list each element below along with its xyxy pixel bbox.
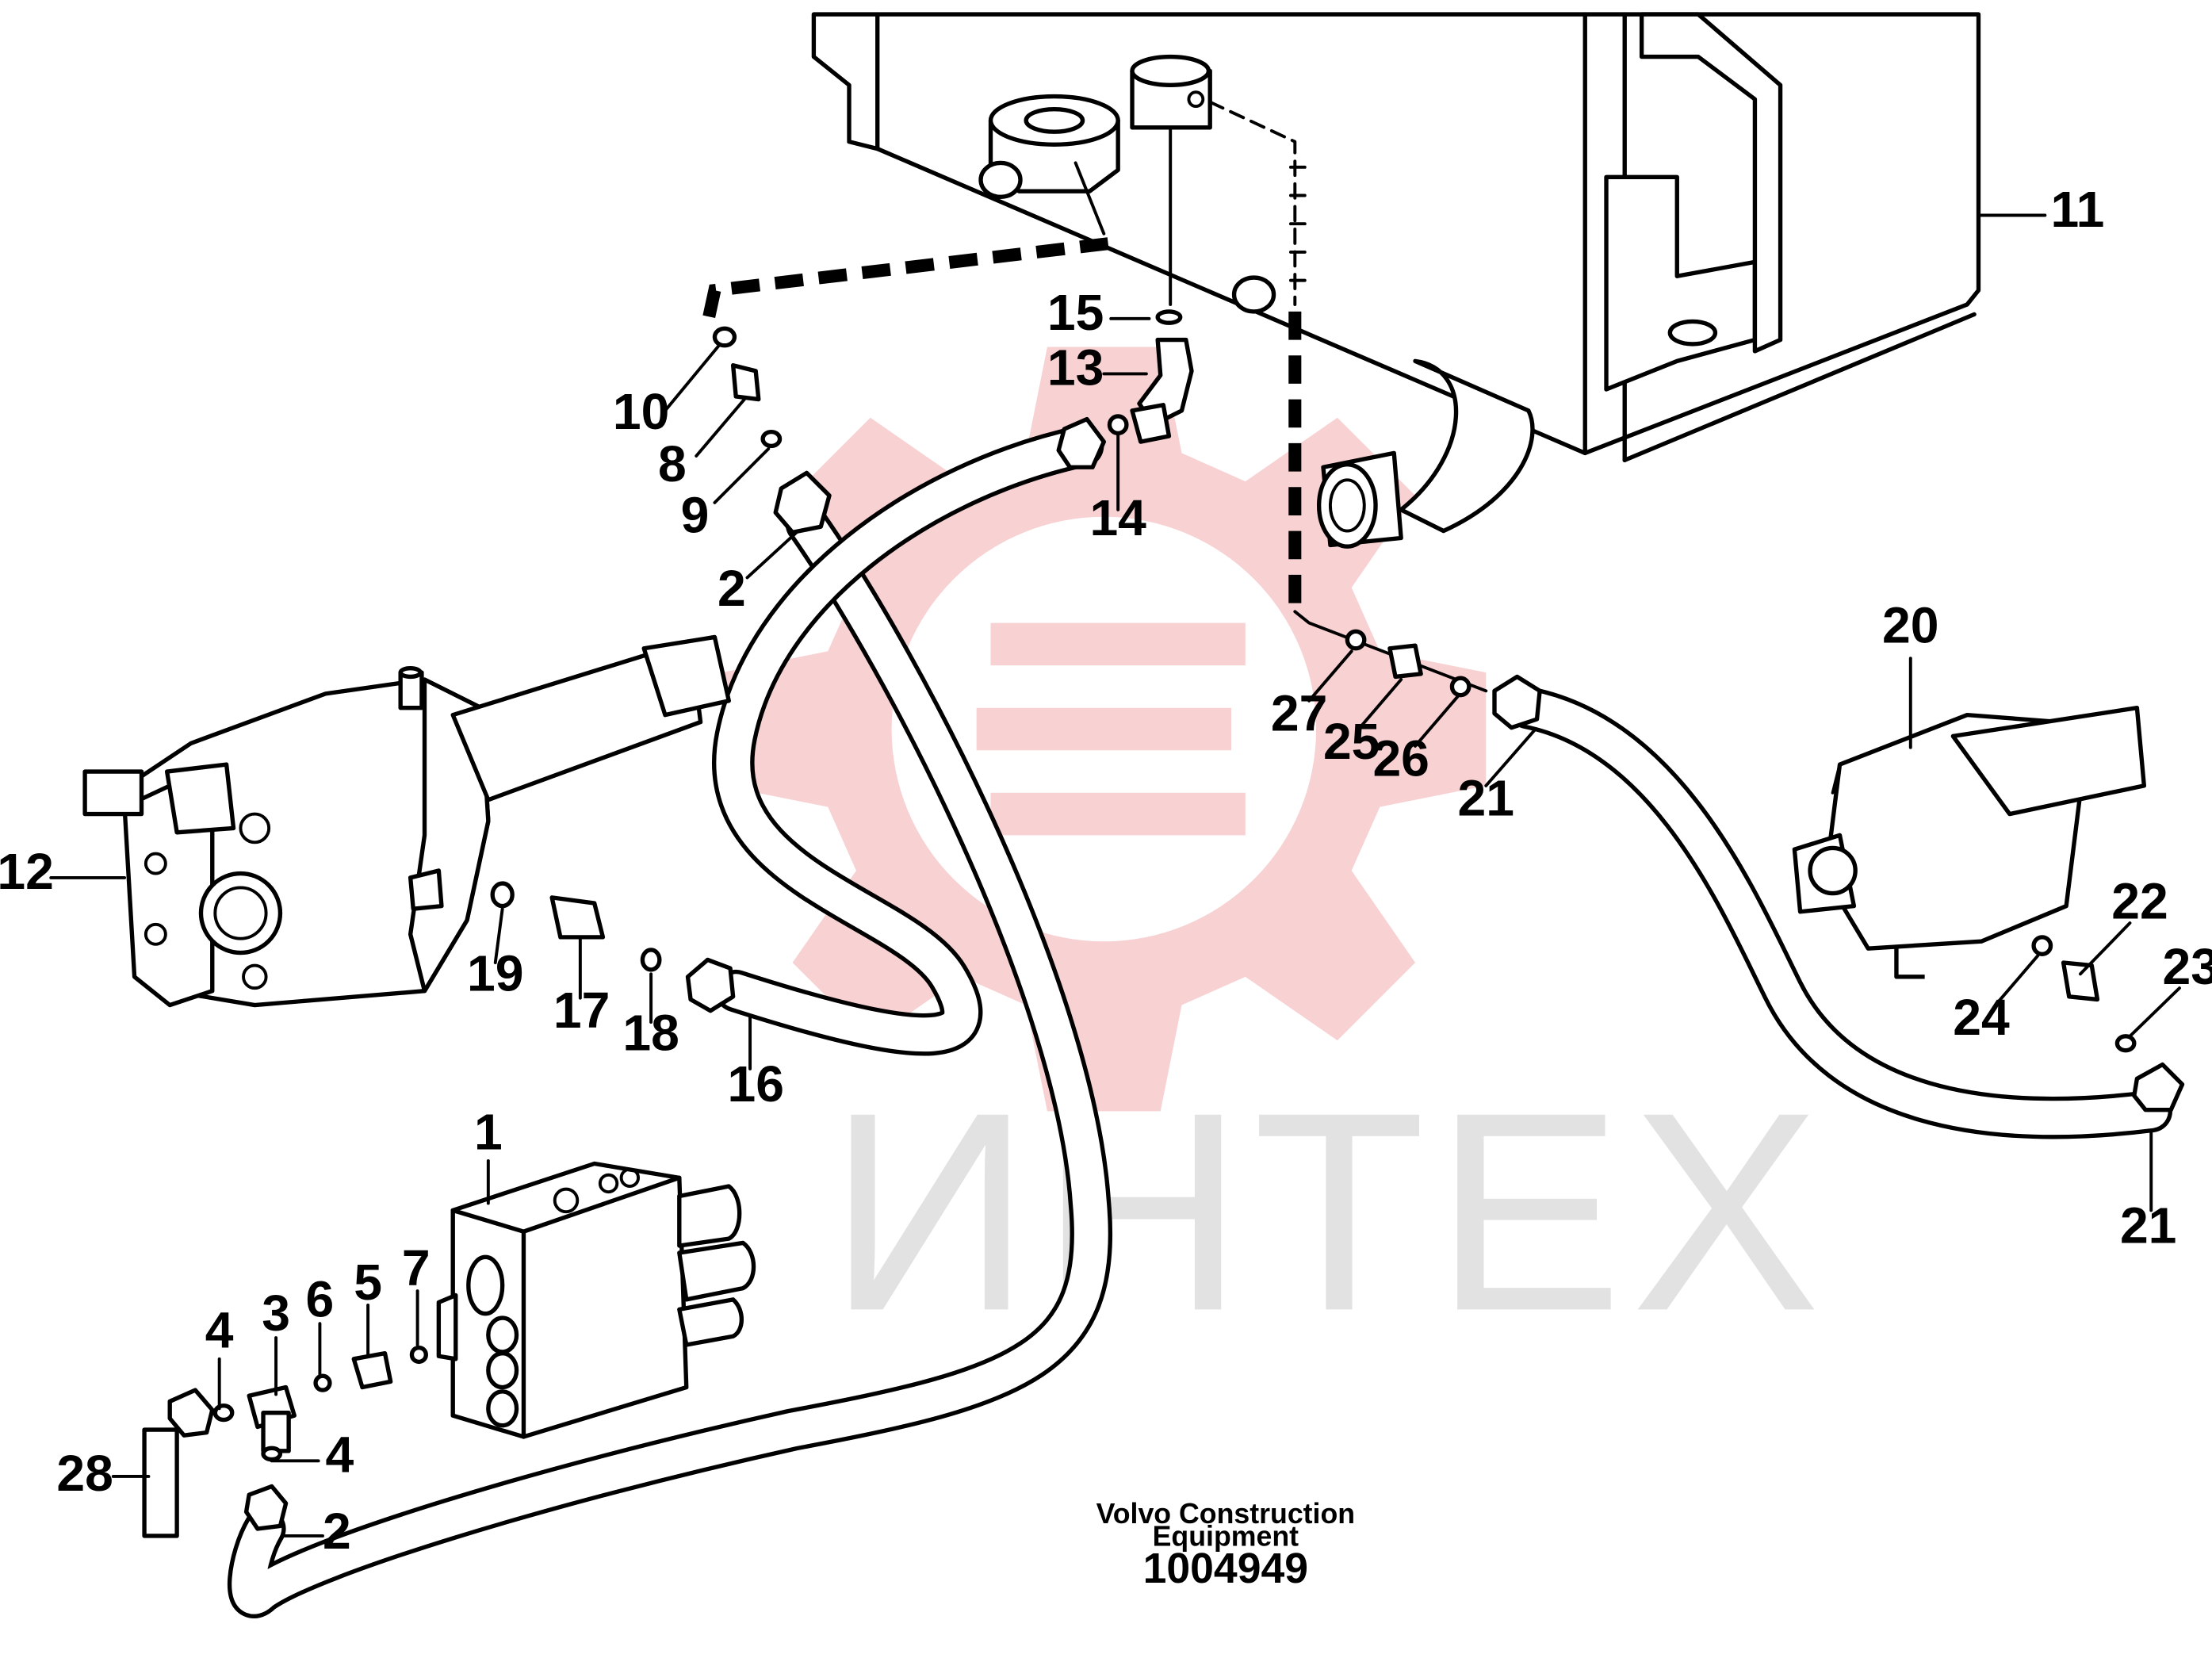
- leader-lines: [49, 213, 2181, 1538]
- callout-12: 12: [0, 843, 54, 900]
- connectors: [212, 309, 2137, 1462]
- caption-line1: Volvo Construction: [1096, 1498, 1355, 1530]
- hose-16: [712, 424, 1104, 1056]
- caption-line2: Equipment: [1153, 1520, 1299, 1552]
- callout-2b: 2: [323, 1503, 351, 1560]
- callout-23: 23: [2162, 938, 2212, 995]
- callout-9: 9: [681, 486, 710, 543]
- callout-21a: 21: [1458, 769, 1514, 826]
- route-line-right: [1293, 610, 1488, 693]
- callout-4b: 4: [326, 1426, 354, 1484]
- valve-block-1: [436, 1161, 756, 1439]
- callout-13: 13: [1047, 339, 1104, 396]
- callout-labels: 1 2 2 3 4 4 5 6 7 8 9 10 11 12 13 14 15 …: [0, 181, 2212, 1560]
- callout-10: 10: [613, 383, 669, 440]
- fittings: [142, 416, 2185, 1538]
- callout-14: 14: [1089, 489, 1146, 546]
- callout-26: 26: [1372, 730, 1429, 787]
- caption: Volvo Construction Equipment 1004949: [1096, 1498, 1355, 1592]
- callout-28: 28: [56, 1445, 113, 1502]
- callout-16: 16: [727, 1055, 783, 1112]
- callout-2a: 2: [718, 560, 746, 617]
- callout-3: 3: [262, 1285, 290, 1342]
- callout-4a: 4: [205, 1302, 234, 1359]
- motor-20: [1792, 706, 2146, 979]
- doc-number: 1004949: [1143, 1545, 1308, 1592]
- hose-2: [227, 502, 1113, 1618]
- callout-8: 8: [658, 435, 687, 492]
- callout-18: 18: [622, 1005, 679, 1062]
- hose-21: [1507, 686, 2173, 1139]
- callout-7: 7: [402, 1239, 431, 1296]
- callout-1: 1: [474, 1104, 503, 1161]
- callout-22: 22: [2111, 873, 2168, 930]
- callout-17: 17: [553, 982, 610, 1039]
- callout-11: 11: [2050, 181, 2104, 238]
- callout-21b: 21: [2120, 1197, 2176, 1254]
- callout-15: 15: [1047, 284, 1104, 341]
- pump-12: [82, 634, 731, 1008]
- callout-19: 19: [467, 945, 523, 1002]
- callout-27: 27: [1271, 684, 1327, 741]
- callout-5: 5: [354, 1254, 382, 1311]
- watermark-text: ИНТЕХ: [828, 1053, 1828, 1369]
- callout-25: 25: [1323, 713, 1380, 770]
- callout-20: 20: [1882, 597, 1938, 654]
- dashed-route-left: [701, 237, 1109, 324]
- hydraulic-tank: [811, 12, 1981, 549]
- callout-24: 24: [1953, 989, 2010, 1046]
- callout-6: 6: [306, 1270, 335, 1327]
